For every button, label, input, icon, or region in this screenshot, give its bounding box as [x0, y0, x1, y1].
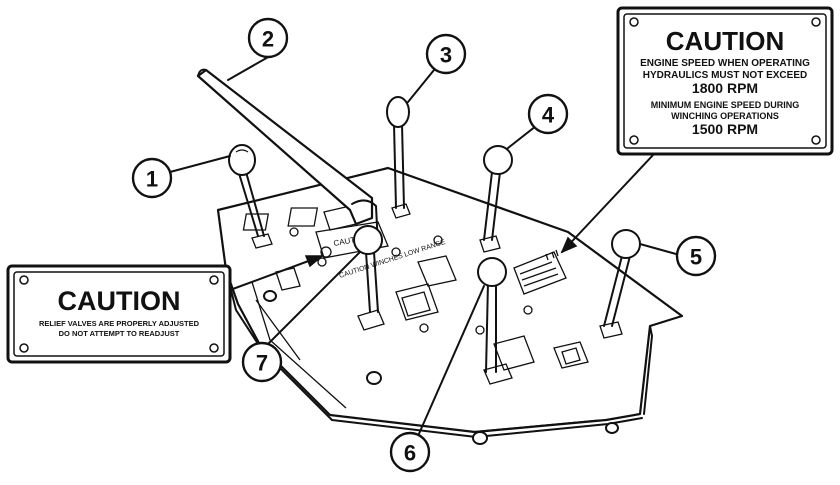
- lever-7: [353, 225, 383, 313]
- lever-1: [228, 144, 265, 237]
- callout-2: 2: [247, 17, 289, 59]
- callout-6: 6: [389, 431, 431, 473]
- caution-left-line2: DO NOT ATTEMPT TO READJUST: [59, 329, 180, 338]
- caution-right-line6: 1500 RPM: [692, 121, 758, 137]
- lever-6: [477, 257, 507, 373]
- callout-7: 7: [241, 341, 283, 383]
- caution-left-title: CAUTION: [58, 286, 181, 316]
- lever-4: [483, 145, 513, 241]
- caution-sign-right: CAUTION ENGINE SPEED WHEN OPERATING HYDR…: [616, 6, 834, 156]
- caution-right-line1: ENGINE SPEED WHEN OPERATING: [640, 58, 810, 69]
- callout-1-label: 1: [146, 167, 158, 192]
- callout-7-label: 7: [256, 351, 268, 376]
- callout-3-label: 3: [440, 43, 452, 68]
- callout-4-label: 4: [542, 103, 555, 128]
- caution-left-line1: RELIEF VALVES ARE PROPERLY ADJUSTED: [39, 319, 200, 328]
- callout-2-label: 2: [262, 27, 274, 52]
- leader-lines: [169, 55, 677, 437]
- caution-right-title: CAUTION: [666, 26, 784, 56]
- lever-3: [386, 96, 410, 209]
- caution-right-line2: HYDRAULICS MUST NOT EXCEED: [643, 70, 807, 81]
- caution-right-line3: 1800 RPM: [692, 80, 758, 96]
- callout-1: 1: [131, 157, 173, 199]
- caution-right-line4: MINIMUM ENGINE SPEED DURING: [651, 100, 800, 110]
- caution-right-line5: WINCHING OPERATIONS: [671, 111, 779, 121]
- callout-5: 5: [675, 235, 717, 277]
- caution-sign-left: CAUTION RELIEF VALVES ARE PROPERLY ADJUS…: [6, 264, 232, 364]
- lever-2: [196, 68, 379, 253]
- callout-6-label: 6: [404, 441, 416, 466]
- callout-3: 3: [425, 33, 467, 75]
- callout-5-label: 5: [690, 245, 702, 270]
- control-plate: [216, 166, 684, 445]
- callout-4: 4: [527, 93, 569, 135]
